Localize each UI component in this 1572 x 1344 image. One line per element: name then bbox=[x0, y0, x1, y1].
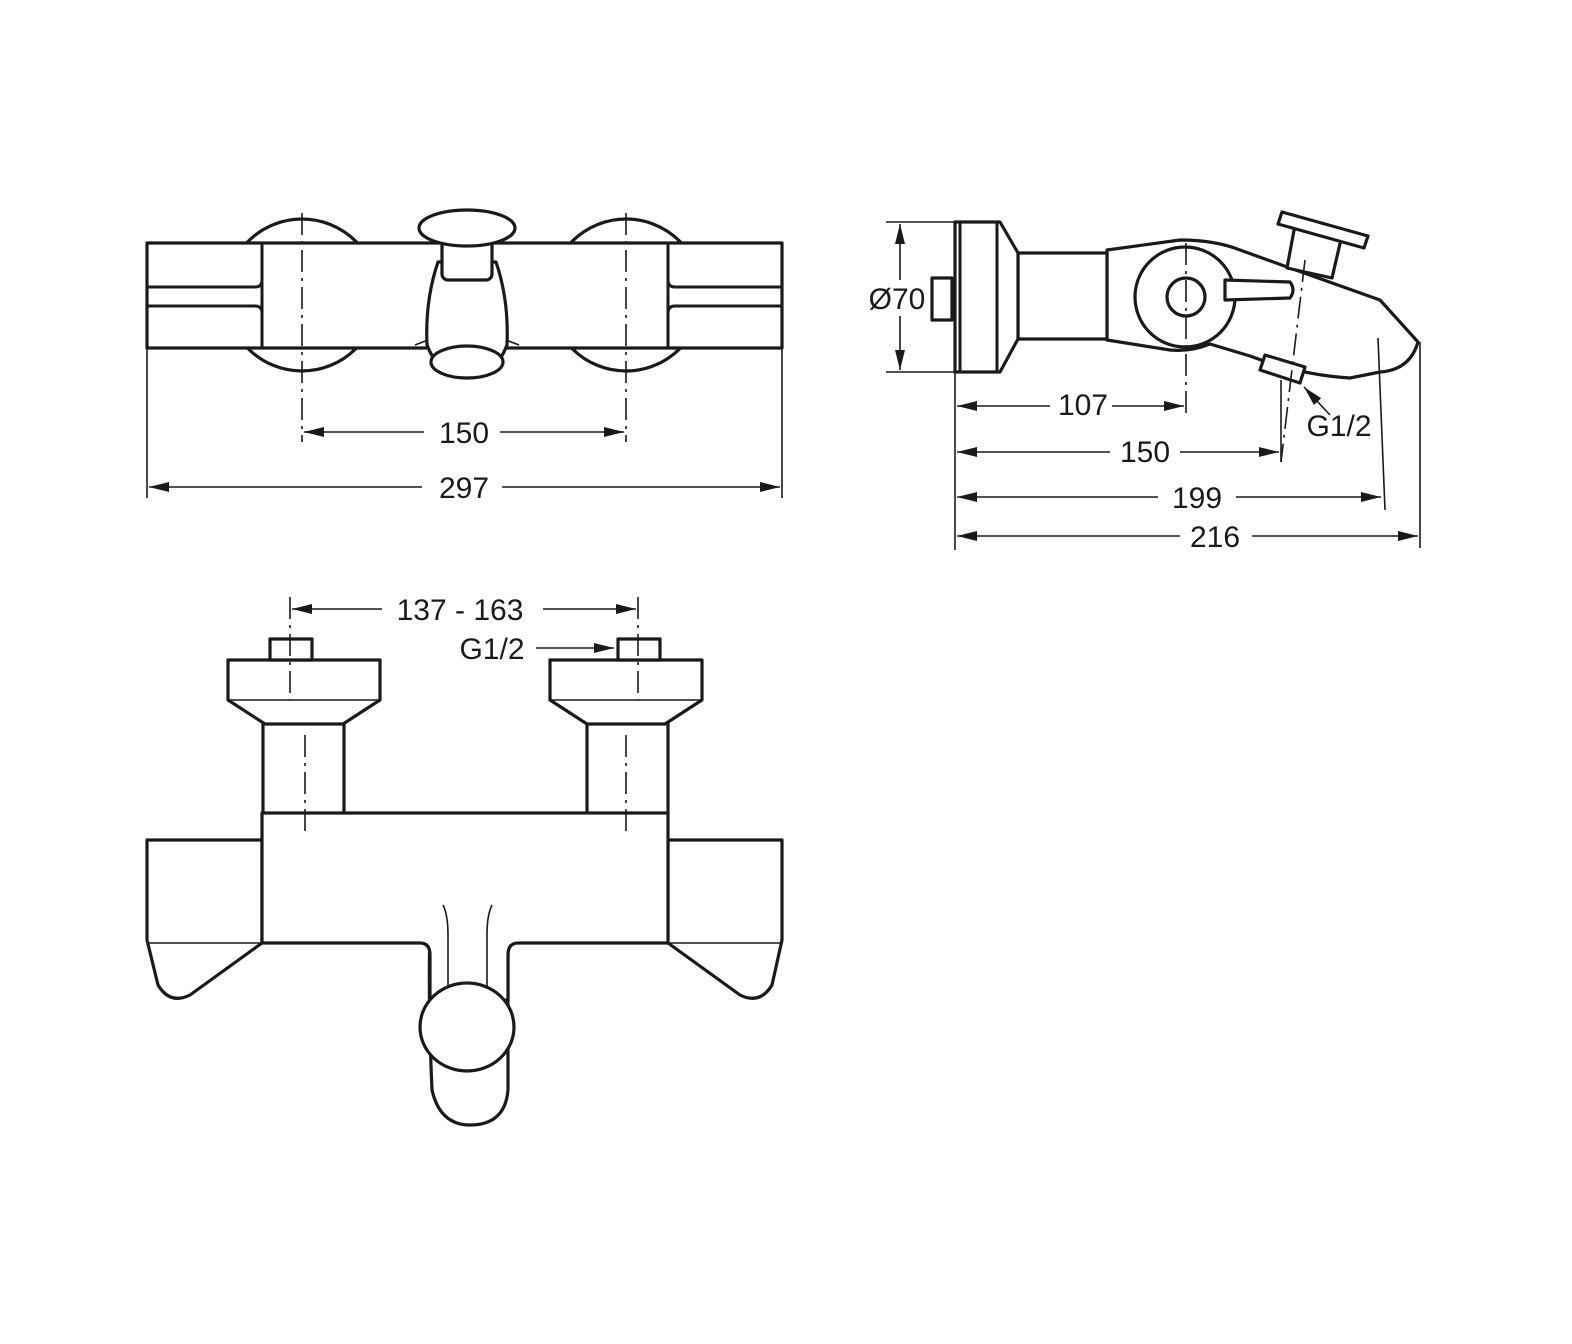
dimension-137-163: 137 - 163 bbox=[397, 594, 524, 627]
right-end-cap bbox=[666, 838, 784, 1000]
spout-outlet-front bbox=[418, 981, 516, 1073]
dimension-216: 216 bbox=[1190, 521, 1240, 554]
wall-flange bbox=[953, 220, 1020, 374]
side-view: Ø70 107 150 199 216 G1/2 bbox=[869, 210, 1421, 554]
dimension-150: 150 bbox=[1120, 436, 1170, 469]
top-view: 150 297 bbox=[145, 208, 784, 505]
dimension-199: 199 bbox=[1172, 482, 1222, 515]
dimension-diameter-70: Ø70 bbox=[869, 283, 926, 316]
body-pipe bbox=[1016, 251, 1109, 341]
left-wall-rosette bbox=[226, 658, 382, 726]
thread-label-g1-2: G1/2 bbox=[459, 633, 524, 666]
dimension-150: 150 bbox=[439, 417, 489, 450]
right-eccentric-stem bbox=[585, 720, 670, 816]
knob-cap bbox=[1276, 210, 1370, 250]
lever bbox=[1223, 278, 1295, 302]
thread-label-g1-2: G1/2 bbox=[1306, 410, 1371, 443]
spout-outlet bbox=[429, 344, 505, 380]
diverter-knob bbox=[417, 208, 517, 248]
left-thread bbox=[268, 637, 314, 662]
dimension-107: 107 bbox=[1058, 389, 1108, 422]
thread-connector bbox=[930, 276, 954, 322]
right-thread bbox=[616, 637, 662, 662]
hose-connector bbox=[1258, 353, 1307, 385]
right-wall-rosette bbox=[548, 658, 704, 726]
left-end-cap bbox=[145, 838, 264, 1000]
front-view: 137 - 163 G1/2 bbox=[145, 594, 784, 1127]
dimension-297: 297 bbox=[439, 472, 489, 505]
left-eccentric-stem bbox=[261, 720, 346, 816]
mixer-body-front bbox=[260, 811, 670, 1002]
